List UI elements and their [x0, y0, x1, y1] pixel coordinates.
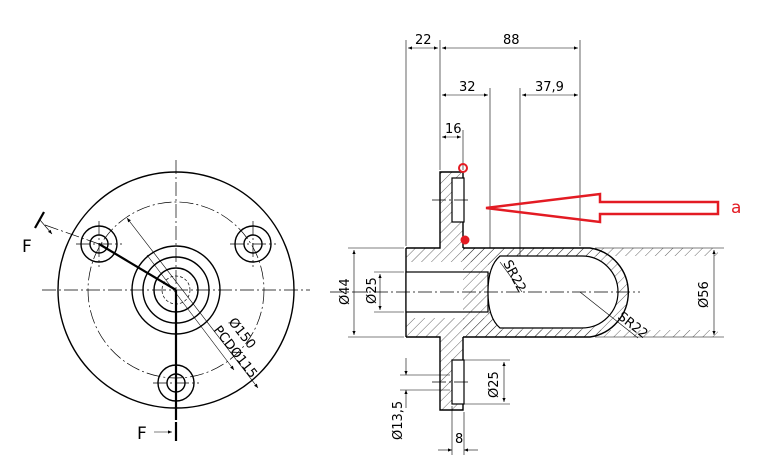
- leader-sr22-inner: [499, 261, 523, 293]
- dim-line-pcd: [146, 254, 235, 371]
- cutting-plane-extension: [44, 224, 100, 245]
- bolt-hole-top-right: [230, 221, 276, 267]
- dim-22: 22: [415, 33, 432, 48]
- dim-diameter-25-bore: Ø25: [365, 277, 380, 304]
- dim-16: 16: [445, 122, 462, 137]
- cutting-plane-end-top: [34, 211, 45, 229]
- red-arrow: [485, 192, 720, 224]
- dim-diameter-25-hole: Ø25: [487, 371, 502, 398]
- view-arrow-top: [39, 219, 53, 235]
- red-marker-top: [458, 163, 468, 173]
- dim-88: 88: [503, 33, 520, 48]
- dim-diameter-56: Ø56: [697, 281, 712, 308]
- dim-8: 8: [455, 432, 463, 447]
- dim-diameter-13-5: Ø13,5: [391, 401, 406, 440]
- annotation-a: a: [458, 163, 741, 245]
- dim-37-9: 37,9: [535, 80, 564, 95]
- annotation-label: a: [731, 198, 741, 218]
- dim-32: 32: [459, 80, 476, 95]
- front-view: F F Ø150 PCDØ115: [22, 160, 310, 444]
- section-label-top: F: [22, 237, 32, 257]
- section-view: Ø56 Ø44 Ø25 22 88 32 37,9 16 SR22 SR22: [330, 33, 724, 455]
- red-marker-bottom: [460, 235, 470, 245]
- dim-line-outer: [126, 217, 259, 389]
- dim-diameter-44: Ø44: [338, 278, 353, 305]
- leader-sr22-outer: [579, 291, 639, 339]
- section-label-bottom: F: [137, 424, 147, 444]
